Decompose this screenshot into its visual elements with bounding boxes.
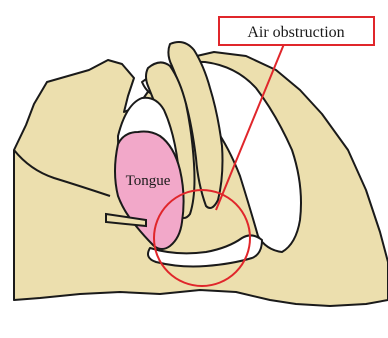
- tongue-label: Tongue: [126, 173, 171, 189]
- callout-label: Air obstruction: [247, 24, 344, 41]
